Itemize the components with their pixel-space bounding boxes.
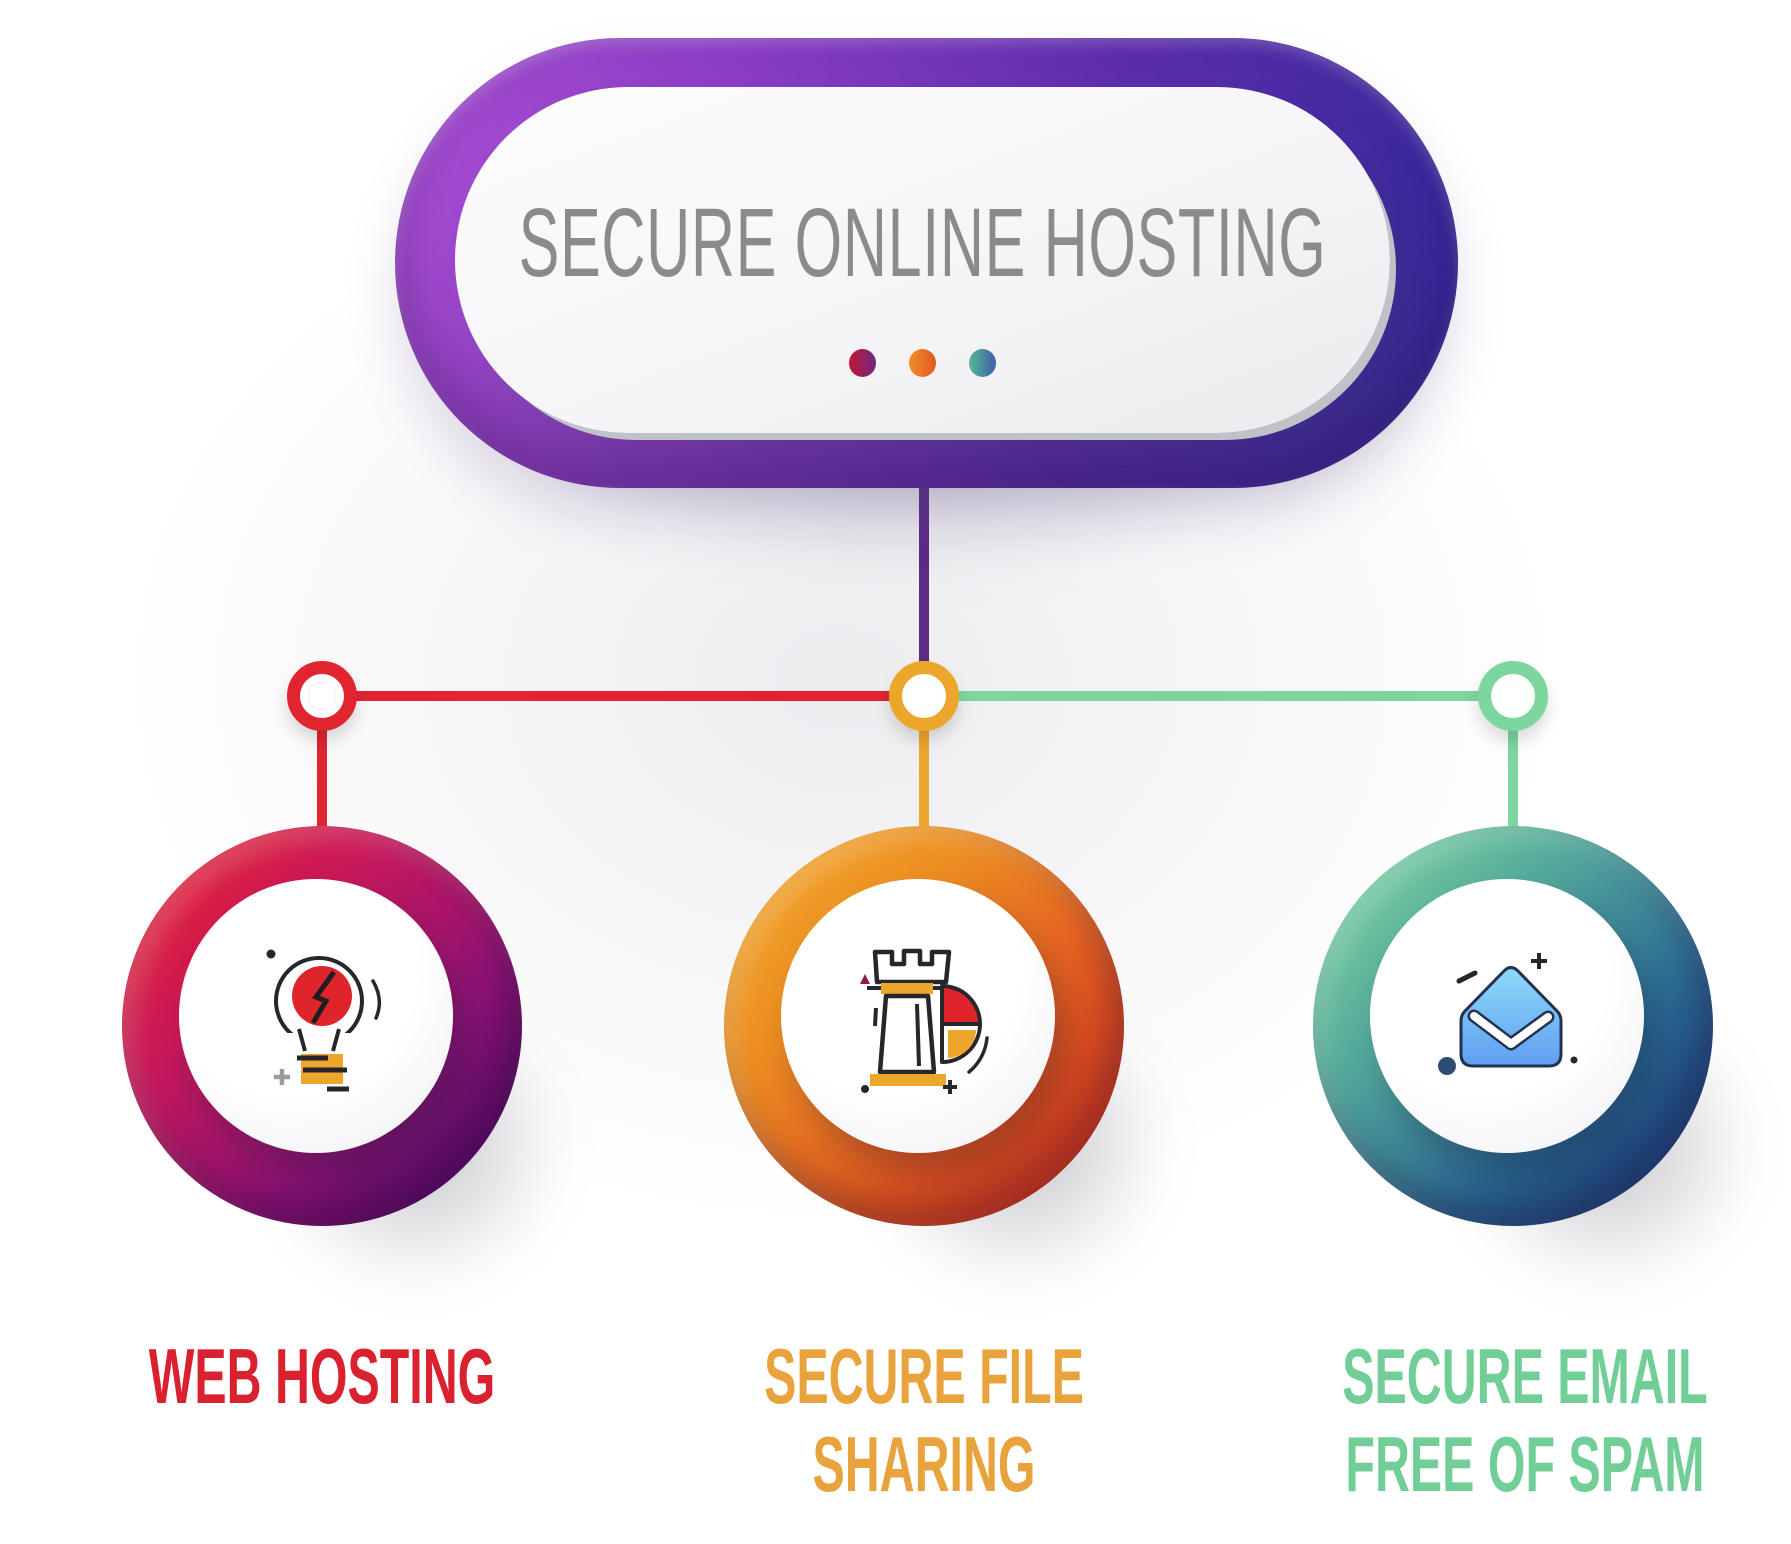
title-dots [455, 349, 1390, 377]
chess-rook-pie-chart-icon [860, 948, 989, 1094]
web-hosting-node [287, 661, 357, 731]
left-branch-line [322, 691, 924, 701]
lightbulb-energy-icon [266, 949, 382, 1092]
label-line: SHARING [812, 1420, 1036, 1508]
title-capsule: SECURE ONLINE HOSTING [395, 38, 1458, 488]
title-panel: SECURE ONLINE HOSTING [455, 87, 1390, 433]
secure-email-label: SECURE EMAIL FREE OF SPAM [1327, 1332, 1724, 1508]
file-sharing-label: SECURE FILE SHARING [726, 1332, 1123, 1508]
node-core-dot [1499, 682, 1527, 710]
trunk-connector-line [919, 486, 929, 666]
label-line: SECURE EMAIL [1342, 1332, 1708, 1420]
right-branch-line [924, 691, 1514, 701]
file-sharing-circle [724, 826, 1124, 1226]
file-sharing-node [889, 661, 959, 731]
web-hosting-circle [122, 826, 522, 1226]
node-core-dot [308, 682, 336, 710]
web-hosting-label: WEB HOSTING [124, 1332, 521, 1420]
open-envelope-icon [1438, 953, 1578, 1075]
label-line: FREE OF SPAM [1345, 1420, 1705, 1508]
teal-dot [969, 349, 996, 377]
orange-dot [909, 349, 936, 377]
node-core-dot [910, 682, 938, 710]
page-title: SECURE ONLINE HOSTING [518, 188, 1327, 297]
branch-stub-line [317, 726, 327, 832]
secure-email-circle [1313, 826, 1713, 1226]
label-line: SECURE FILE [764, 1332, 1084, 1420]
branch-stub-line [919, 726, 929, 832]
secure-email-node [1478, 661, 1548, 731]
label-line: WEB HOSTING [148, 1332, 496, 1420]
maroon-dot [849, 349, 876, 377]
branch-stub-line [1508, 726, 1518, 832]
